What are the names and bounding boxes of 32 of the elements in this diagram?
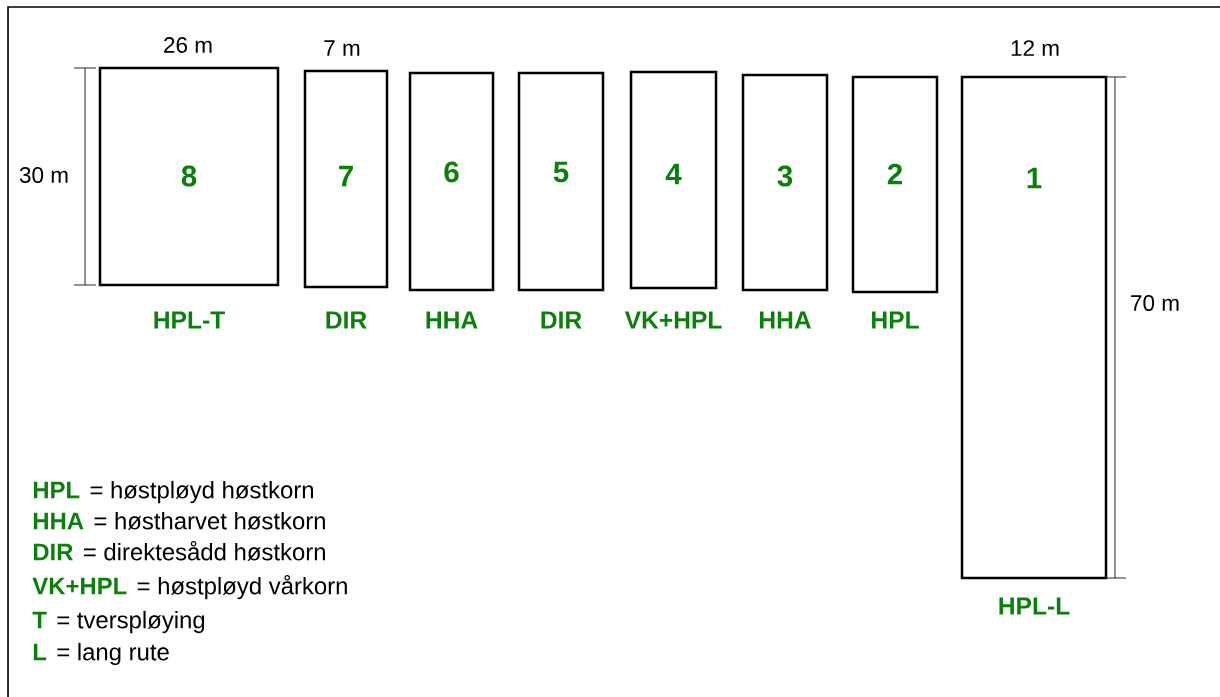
abbreviation: T [32,611,47,629]
plot-box: 6 [408,71,495,292]
plot-label: DIR [326,311,367,329]
plot-box: 3 [741,73,829,292]
dimension-label: 12 m [1011,40,1059,56]
definition-text: = høstpløyd vårkorn [137,574,347,600]
abbreviation: L [33,643,47,661]
plot-label: HHA [760,311,811,329]
abbreviation: HHA [33,512,84,530]
definition-text: = direktesådd høstkorn [83,540,325,561]
abbreviation: VK+HPL [32,577,127,595]
plot-label: HPL-L [999,597,1070,615]
plot-box: 1 [960,75,1108,580]
plot-label: HPL-T [154,311,225,329]
definition-text: = høstpløyd høstkorn [90,480,313,504]
plot-box: 5 [517,71,605,292]
abbreviation: HPL [33,481,80,499]
plot-label: HHA [426,311,478,329]
dimension-label: 70 m [1131,295,1179,311]
definition-text: = høstharvet høstkorn [94,511,325,530]
plot-label: VK+HPL [624,311,722,329]
definition-text: = lang rute [57,642,169,666]
plot-label: HPL [872,311,919,329]
plot-box: 2 [851,75,939,294]
plot-box: 4 [629,70,718,290]
plot-label: DIR [541,311,582,329]
definition-text: = tverspløying [57,610,205,634]
plot-box: 8 [98,66,280,287]
dimension-label: 7 m [324,40,360,56]
plot-box: 7 [303,69,389,289]
dimension-label: 30 m [19,167,68,183]
abbreviation: DIR [33,543,73,561]
